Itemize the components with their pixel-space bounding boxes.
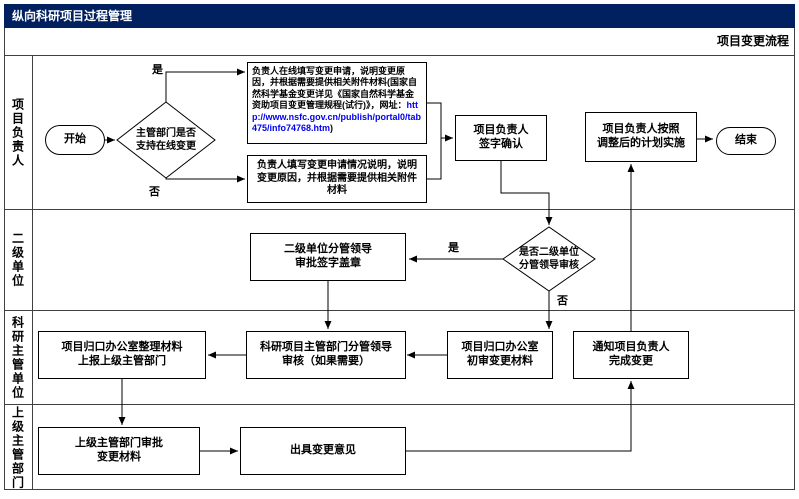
decision-diamond-online-support bbox=[116, 101, 216, 179]
node-secondary-approve: 二级单位分管领导 审批签字盖章 bbox=[250, 233, 406, 281]
flow-title: 项目变更流程 bbox=[716, 34, 789, 48]
node-issue-opinion: 出具变更意见 bbox=[240, 427, 406, 475]
connector-apply-merge bbox=[427, 102, 442, 180]
lane-research-admin-unit: 科研主管单位 bbox=[4, 310, 795, 404]
connector-yes-to-online-apply bbox=[165, 68, 245, 102]
title-bar: 纵向科研项目过程管理 bbox=[4, 4, 795, 28]
node-start: 开始 bbox=[45, 125, 105, 155]
node-office-organize: 项目归口办公室整理材料 上报上级主管部门 bbox=[38, 331, 206, 379]
branch-label-review-yes: 是 bbox=[448, 242, 459, 254]
lane-label-secondary-unit: 二级单位 bbox=[4, 210, 33, 310]
node-end: 结束 bbox=[716, 127, 776, 155]
node-online-apply: 负责人在线填写变更申请，说明变更原因，并根据需要提供相关附件材料(国家自然科学基… bbox=[247, 62, 427, 144]
lane-superior-department: 上级主管部门 bbox=[4, 404, 795, 490]
lane-label-research-admin-unit: 科研主管单位 bbox=[4, 311, 33, 404]
node-dept-leader-review: 科研项目主管部门分管领导 审核（如果需要） bbox=[246, 331, 406, 379]
decision-diamond-secondary-review bbox=[502, 226, 596, 292]
connector-sign-to-review-decision bbox=[500, 161, 553, 225]
lane-label-superior-department: 上级主管部门 bbox=[4, 405, 33, 490]
online-apply-text-end: ) bbox=[330, 123, 334, 134]
decision-online-support-label: 主管部门是否 支持在线变更 bbox=[136, 128, 196, 152]
branch-label-online-yes: 是 bbox=[152, 64, 163, 76]
online-apply-text: 负责人在线填写变更申请，说明变更原因，并根据需要提供相关附件材料(国家自然科学基… bbox=[252, 66, 417, 111]
lane-secondary-unit: 二级单位 bbox=[4, 209, 795, 310]
decision-secondary-review-label: 是否二级单位 分管领导审核 bbox=[519, 247, 579, 271]
page-title: 纵向科研项目过程管理 bbox=[12, 9, 133, 23]
connector-opinion-to-notify bbox=[406, 381, 635, 452]
node-notify-leader: 通知项目负责人 完成变更 bbox=[573, 331, 689, 379]
branch-label-online-no: 否 bbox=[149, 186, 160, 198]
lane-project-leader: 项目负责人 bbox=[4, 55, 795, 209]
node-implement-plan: 项目负责人按照 调整后的计划实施 bbox=[585, 112, 697, 162]
lane-label-project-leader: 项目负责人 bbox=[4, 56, 33, 209]
node-offline-apply: 负责人填写变更申请情况说明，说明变更原因，并根据需要提供相关附件材料 bbox=[247, 155, 427, 203]
node-leader-sign: 项目负责人 签字确认 bbox=[455, 115, 547, 161]
connector-no-to-offline-apply bbox=[165, 175, 245, 183]
node-office-preliminary-review: 项目归口办公室 初审变更材料 bbox=[447, 331, 553, 379]
node-superior-approve: 上级主管部门审批 变更材料 bbox=[38, 427, 200, 475]
nsfc-url-link[interactable]: http://www.nsfc.gov.cn/publish/portal0/t… bbox=[252, 100, 422, 134]
branch-label-review-no: 否 bbox=[557, 295, 568, 307]
